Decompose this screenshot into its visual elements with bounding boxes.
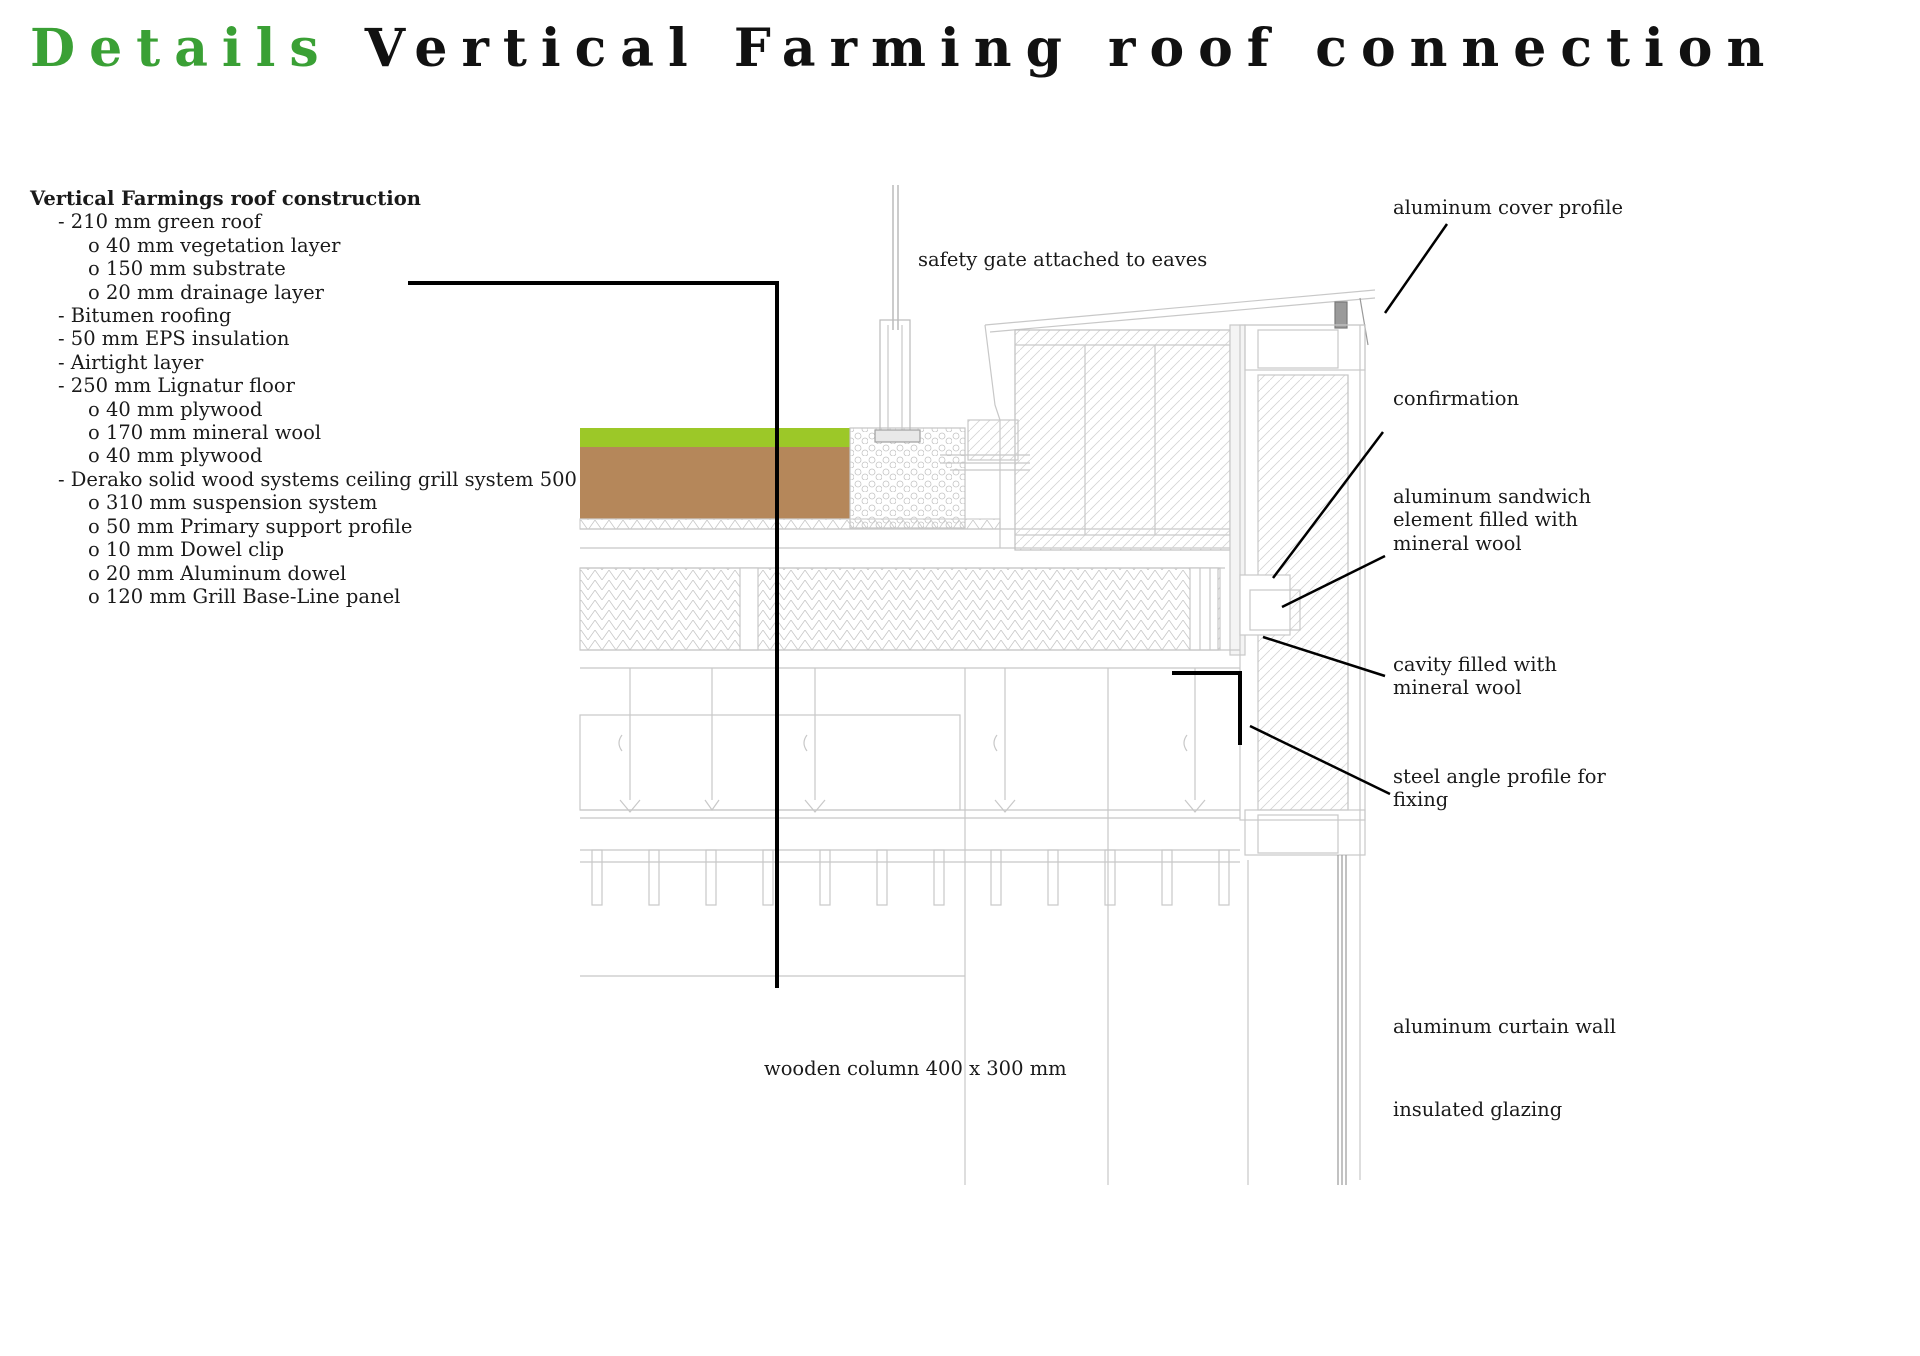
spec-item: o 40 mm plywood — [88, 444, 263, 468]
label-confirmation: confirmation — [1393, 387, 1520, 410]
lignatur-floor — [579, 567, 1221, 651]
leader-steel-angle-profile — [1172, 671, 1242, 745]
title-main: Vertical Farming roof connection — [364, 18, 1779, 79]
spec-item: o 310 mm suspension system — [88, 491, 378, 515]
label-glazing: insulated glazing — [1393, 1098, 1563, 1121]
leader-cover-profile — [1383, 223, 1449, 314]
spec-item: o 50 mm Primary support profile — [88, 514, 413, 538]
label-sandwich-line: element filled with — [1393, 508, 1578, 532]
label-steel-angle: steel angle profile for fixing — [1393, 765, 1606, 812]
parapet-box — [1014, 329, 1231, 551]
spec-item: - Airtight layer — [58, 350, 204, 374]
gravel-strip — [849, 427, 966, 529]
spec-item: - 50 mm EPS insulation — [58, 327, 290, 351]
vegetation-layer — [580, 428, 850, 447]
label-sandwich-line: aluminum sandwich — [1393, 485, 1592, 508]
label-curtain-wall: aluminum curtain wall — [1393, 1015, 1617, 1038]
spec-item: o 120 mm Grill Base-Line panel — [88, 584, 401, 608]
spec-item: o 150 mm substrate — [88, 257, 286, 281]
label-sandwich: aluminum sandwich element filled with mi… — [1393, 485, 1591, 555]
label-steel-angle-line: steel angle profile for — [1393, 765, 1606, 788]
spec-item: o 20 mm drainage layer — [88, 280, 324, 304]
spec-item: o 20 mm Aluminum dowel — [88, 561, 347, 585]
leader-cavity — [1262, 635, 1386, 678]
construction-spec: Vertical Farmings roof construction - 21… — [30, 187, 620, 608]
leader-steel-angle — [1249, 724, 1391, 796]
label-column: wooden column 400 x 300 mm — [764, 1057, 1067, 1080]
spec-item: - Bitumen roofing — [58, 304, 232, 328]
label-steel-angle-line: fixing — [1393, 788, 1449, 812]
spec-item: - Derako solid wood systems ceiling gril… — [58, 467, 621, 491]
spec-item: o 40 mm vegetation layer — [88, 233, 341, 257]
spec-item: o 40 mm plywood — [88, 397, 263, 421]
leader-confirmation — [1272, 431, 1384, 579]
sandwich-element — [1239, 324, 1366, 821]
label-safety-gate: safety gate attached to eaves — [918, 248, 1208, 271]
page-title: Details Vertical Farming roof connection — [30, 18, 1778, 79]
label-cavity-line: cavity filled with — [1393, 653, 1557, 676]
spec-item: o 170 mm mineral wool — [88, 421, 322, 445]
drainage-layer — [579, 518, 1001, 530]
gate-post — [879, 319, 911, 436]
leader-sandwich — [1281, 554, 1386, 609]
spec-item: o 10 mm Dowel clip — [88, 538, 285, 562]
substrate-layer — [580, 447, 850, 519]
label-sandwich-line: mineral wool — [1393, 531, 1522, 555]
spec-heading: Vertical Farmings roof construction — [30, 187, 421, 210]
label-cavity-line: mineral wool — [1393, 676, 1522, 700]
label-cavity: cavity filled with mineral wool — [1393, 653, 1557, 700]
spec-item: - 210 mm green roof — [58, 210, 262, 234]
title-accent: Details — [30, 18, 333, 79]
label-cover-profile: aluminum cover profile — [1393, 196, 1624, 219]
leader-roof-spec — [408, 281, 779, 988]
spec-item: - 250 mm Lignatur floor — [58, 374, 295, 398]
